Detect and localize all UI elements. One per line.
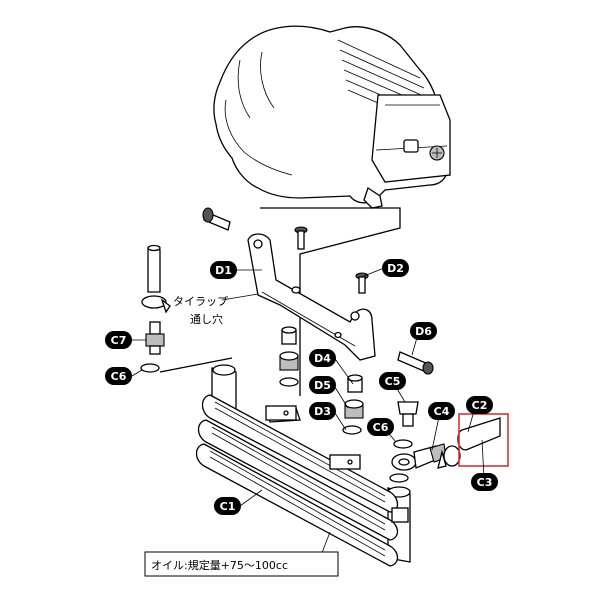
tie-wrap-note-line1: タイラップ: [173, 295, 228, 308]
svg-text:C7: C7: [111, 334, 127, 347]
callout-c4: C4: [428, 402, 455, 420]
callout-c5: C5: [379, 372, 406, 390]
bracket-d1: [247, 233, 376, 361]
callout-c3: C3: [471, 473, 498, 491]
washer-d3-right: [342, 425, 362, 435]
callout-d4: D4: [309, 349, 336, 367]
washer-c6-right-upper: [393, 439, 413, 449]
hose-clamp-left: [141, 295, 171, 314]
svg-text:D3: D3: [314, 405, 331, 418]
screw-d2-right: [355, 272, 369, 294]
callout-d3: D3: [309, 402, 336, 420]
rubber-d4: [281, 326, 297, 345]
tie-wrap-note-line2: 通し穴: [190, 312, 223, 326]
svg-text:C6: C6: [373, 421, 389, 434]
svg-text:D1: D1: [215, 264, 232, 277]
rubber-d4-right: [347, 374, 363, 393]
callout-c6-right: C6: [367, 418, 394, 436]
svg-text:C1: C1: [220, 500, 236, 513]
svg-text:C3: C3: [477, 476, 493, 489]
svg-text:D5: D5: [314, 379, 331, 392]
svg-text:C5: C5: [385, 375, 401, 388]
oil-cooler-c1: [195, 364, 411, 567]
bolt-d6: [397, 351, 434, 375]
engine-block: [213, 25, 451, 209]
hose-c3-right: [457, 417, 501, 451]
washer-c6-right-lower: [389, 473, 409, 483]
svg-text:D4: D4: [314, 352, 331, 365]
svg-text:D2: D2: [387, 262, 404, 275]
svg-text:C6: C6: [111, 370, 127, 383]
washer-c6-left: [140, 363, 160, 373]
callout-d2: D2: [382, 259, 409, 277]
callout-c2: C2: [466, 396, 493, 414]
callout-d6: D6: [410, 322, 437, 340]
banjo-bolt-c5: [397, 401, 419, 427]
callout-c1: C1: [214, 497, 241, 515]
svg-text:C2: C2: [472, 399, 488, 412]
callout-c6-left: C6: [105, 367, 132, 385]
svg-text:C4: C4: [434, 405, 450, 418]
callout-d1: D1: [210, 261, 237, 279]
screw-d2: [294, 226, 308, 250]
hose-clamp-c2: [437, 445, 461, 469]
spacer-d5-right: [344, 399, 364, 419]
fitting-c7: [145, 321, 165, 355]
washer-d3: [279, 377, 299, 387]
spacer-d5: [279, 351, 299, 371]
svg-text:D6: D6: [415, 325, 432, 338]
hose-c3-left: [147, 244, 161, 293]
svg-text:オイル:規定量+75～100cc: オイル:規定量+75～100cc: [151, 558, 288, 572]
oil-capacity-note: オイル:規定量+75～100cc: [144, 551, 339, 577]
bolt-upper-left: [202, 207, 231, 231]
callout-d5: D5: [309, 376, 336, 394]
callout-c7: C7: [105, 331, 132, 349]
